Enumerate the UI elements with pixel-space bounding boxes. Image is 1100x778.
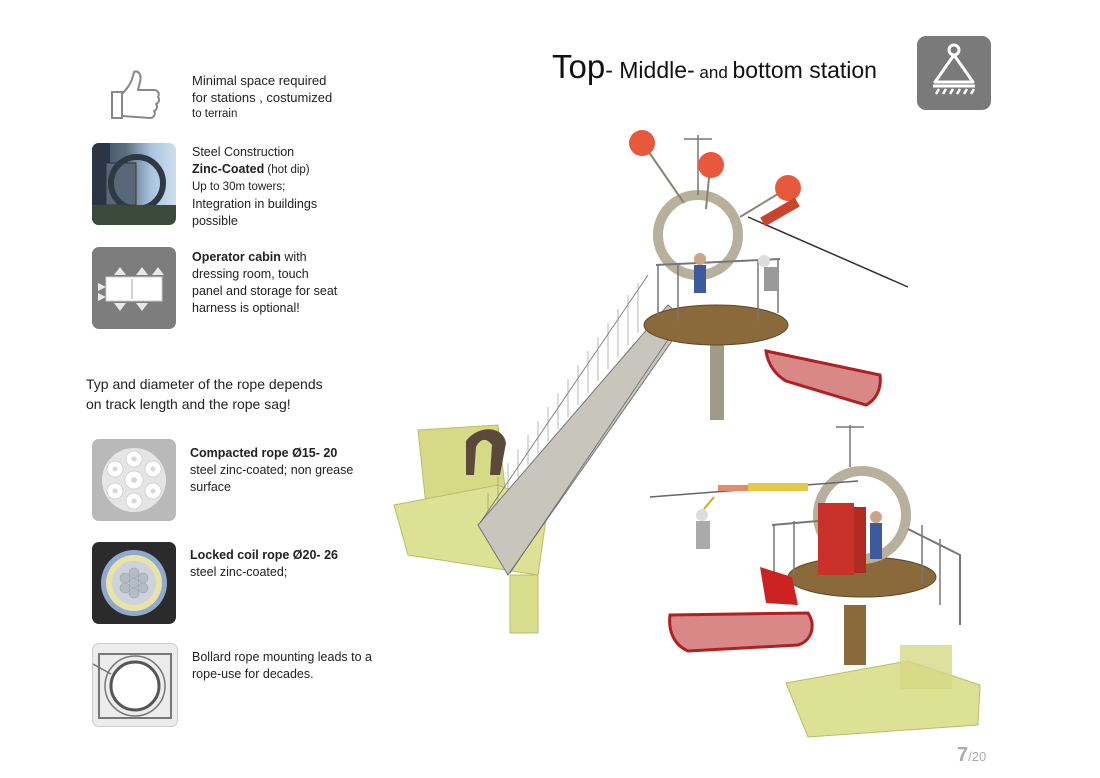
- locked-coil-rope-text: Locked coil rope Ø20- 26 steel zinc-coat…: [190, 548, 338, 579]
- feature-cabin-text: Operator cabin with dressing room, touch…: [192, 250, 338, 315]
- locked-coil-rope-cross-section: [92, 542, 176, 624]
- station-logo-icon: [917, 36, 991, 110]
- page-title: Top- Middle- and bottom station: [552, 48, 877, 85]
- bollard-mount-drawing: [92, 643, 178, 727]
- station-illustration: [388, 125, 988, 745]
- feature-space-text: Minimal space required for stations , co…: [192, 73, 333, 120]
- cabin-floorplan: [92, 247, 176, 329]
- compacted-rope-cross-section: [92, 439, 176, 521]
- rope-note: Typ and diameter of the rope depends on …: [86, 376, 323, 412]
- feature-steel-text: Steel Construction Zinc-Coated (hot dip)…: [192, 145, 318, 228]
- bollard-text: Bollard rope mounting leads to a rope-us…: [192, 650, 372, 681]
- page-number: 7/20: [957, 744, 987, 766]
- steel-tower-photo: [92, 143, 176, 225]
- thumbs-up-icon: [104, 64, 164, 124]
- compacted-rope-text: Compacted rope Ø15- 20 steel zinc-coated…: [190, 446, 354, 494]
